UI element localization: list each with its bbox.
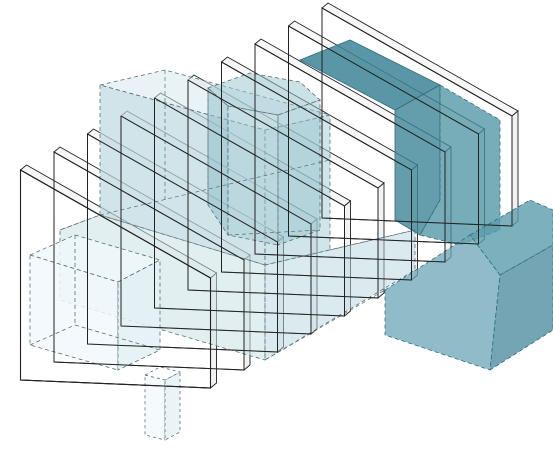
right-extension-volume <box>384 199 553 371</box>
post-front <box>144 374 166 441</box>
dark-volume-side <box>419 84 501 246</box>
hexagonal-prism-volume <box>207 72 321 246</box>
panel-outline-2 <box>288 25 479 245</box>
panel-outline-1 <box>321 7 513 227</box>
panel-outline-3 <box>254 43 446 263</box>
translucent-volumes <box>28 39 553 441</box>
panel-outline-9 <box>53 151 245 371</box>
panel-outline-6 <box>154 97 345 317</box>
panel-outline-7 <box>120 115 312 335</box>
small-box-top <box>28 234 162 283</box>
right-ext-side <box>489 244 553 371</box>
hex-prism-right <box>277 99 321 246</box>
small-box-inner-edge-3 <box>74 324 161 351</box>
hex-prism-front <box>227 105 279 246</box>
small-box-inner-edge-2 <box>29 324 76 346</box>
panel-outline-8 <box>87 133 278 353</box>
post-side <box>164 371 181 441</box>
small-box-right <box>117 259 161 371</box>
post-top <box>143 366 182 381</box>
small-box-front <box>29 254 119 371</box>
panel-outline-5 <box>187 79 379 299</box>
panel-outline-4 <box>221 61 412 281</box>
panel-outline-overlay <box>19 7 513 389</box>
dark-top-volume <box>299 39 501 246</box>
small-box-volume <box>28 234 162 371</box>
front-panel-outline <box>19 169 212 389</box>
small-post-volume <box>143 366 182 441</box>
